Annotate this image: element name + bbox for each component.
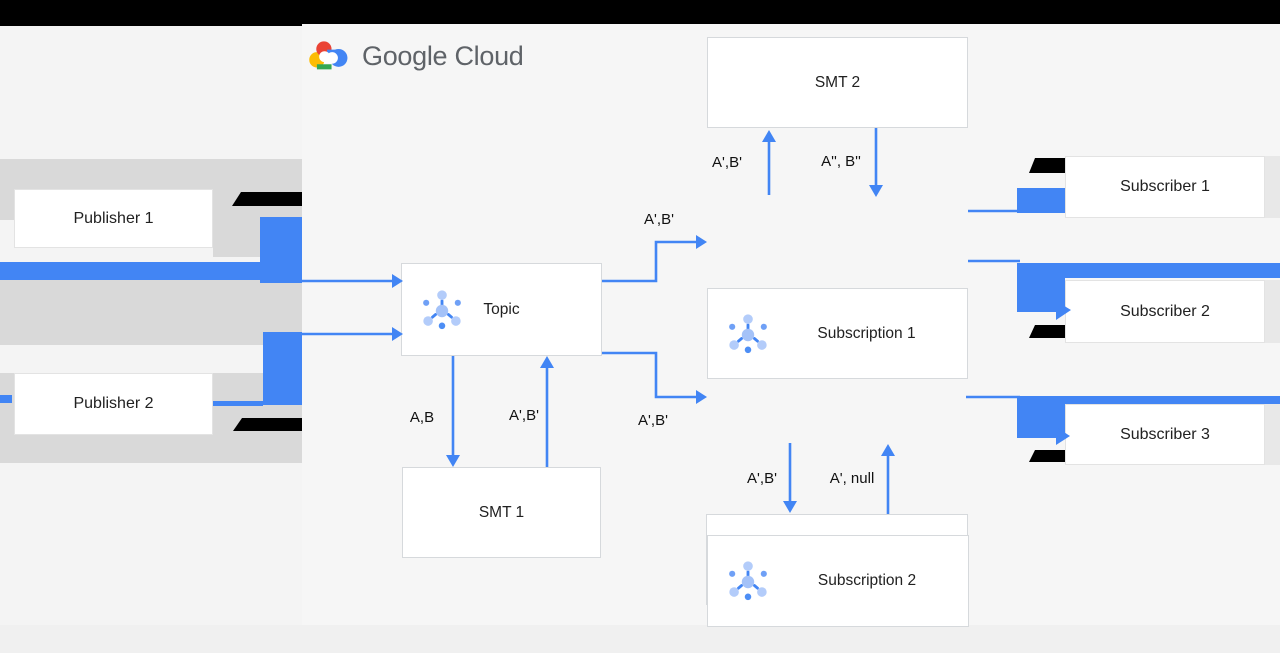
edge-label-topic-subscription2: A',B' [638,412,668,429]
publisher1-flow-band [0,262,260,280]
black-mark [1029,158,1066,173]
subscriber1-node: Subscriber 1 [1065,156,1265,218]
subscriber1-gray-tail [1265,156,1280,218]
subscriber2-gray-tail [1265,280,1280,343]
subscription1-node: Subscription 1 [707,288,968,379]
subscriber3-flow-block [1017,396,1065,438]
subscriber3-node: Subscriber 3 [1065,404,1265,465]
publisher2-node: Publisher 2 [14,373,213,435]
publisher1-node: Publisher 1 [14,189,213,248]
subscription2-label: Subscription 2 [817,572,917,589]
top-black-bar-left [0,0,302,26]
pubsub-subscription-icon [725,311,771,357]
smt1-node: SMT 1 [402,467,601,558]
subscriber3-flow-band [1017,396,1280,404]
publisher2-flow-block [263,332,302,405]
edge-label-topic-subscription1: A',B' [644,211,674,228]
pubsub-subscription-icon [725,558,771,604]
subscriber2-flow-band [1017,263,1280,278]
smt2-node: SMT 2 [707,37,968,128]
edge-label-smt3-subscription2: A', null [829,470,875,487]
black-mark [1029,325,1066,338]
topic-node: Topic [401,263,602,356]
subscriber3-gray-tail [1265,404,1280,465]
black-mark [1029,450,1066,462]
edge-label-subscription1-smt2: A',B' [712,154,742,171]
left-edge-flow-nub [0,395,12,403]
google-cloud-logo: Google Cloud [308,38,524,74]
edge-label-subscription2-smt3: A',B' [747,470,777,487]
edge-label-smt1-topic: A',B' [509,407,539,424]
subscriber1-label: Subscriber 1 [1120,178,1210,195]
smt1-label: SMT 1 [478,503,525,521]
logo-text: Google Cloud [362,40,524,71]
subscription2-node: Subscription 2 [707,535,969,627]
google-cloud-logo-icon [308,38,350,74]
publisher2-label: Publisher 2 [73,395,154,412]
subscription1-label: Subscription 1 [817,324,916,342]
subscriber2-label: Subscriber 2 [1120,302,1210,320]
subscriber1-flow-block [1017,188,1065,213]
publisher1-flow-block [260,217,302,283]
subscriber2-flow-block [1017,263,1065,312]
publisher1-label: Publisher 1 [73,209,154,227]
publisher2-flow-line [213,401,263,406]
subscriber3-label: Subscriber 3 [1120,425,1210,443]
black-mark [233,418,302,431]
pubsub-topic-icon [419,287,465,333]
footer-strip [0,625,1280,653]
black-mark [232,192,302,206]
topic-label: Topic [483,300,520,318]
gray-band [0,280,302,345]
subscriber2-node: Subscriber 2 [1065,280,1265,343]
edge-label-smt2-subscription1: A'', B'' [821,153,861,170]
edge-label-topic-smt1: A,B [409,409,435,426]
smt2-label: SMT 2 [814,73,861,91]
